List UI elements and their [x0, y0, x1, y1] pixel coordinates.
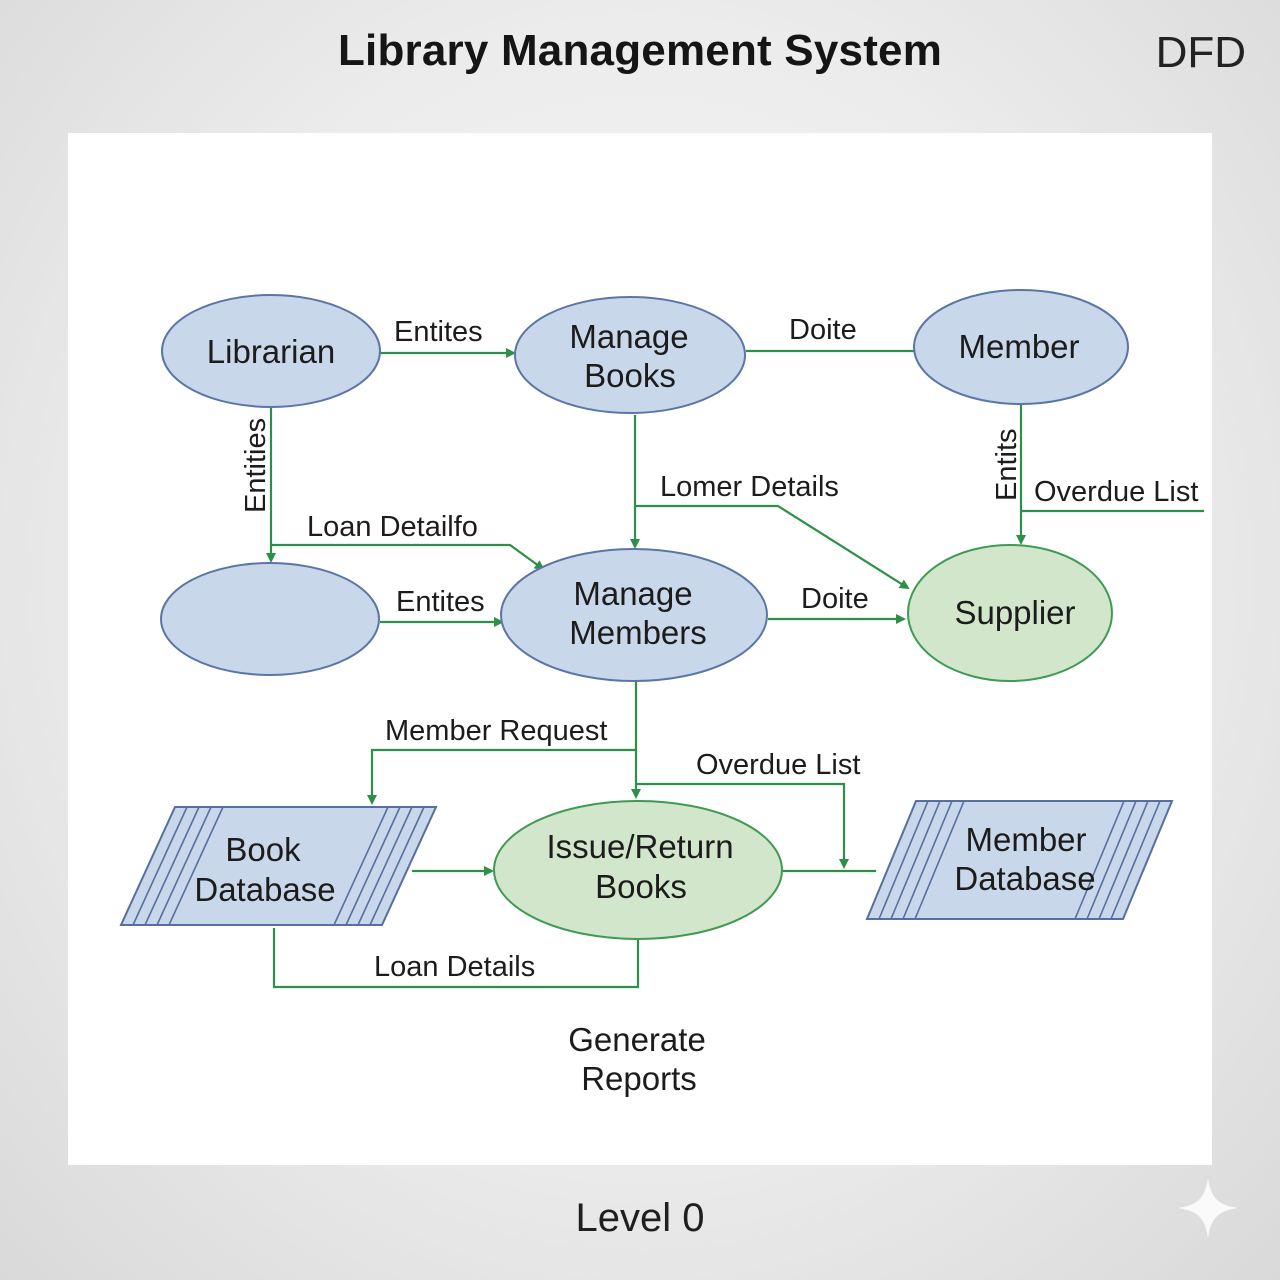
- issue-return-label-line2: Books: [595, 868, 687, 905]
- flow-member-request: [367, 748, 636, 805]
- librarian-entity: [161, 294, 381, 408]
- flow-lomer-details: [635, 504, 910, 590]
- member-database-label-line2: Database: [954, 860, 1095, 897]
- member-database-label-line1: Member: [965, 821, 1086, 858]
- level-label: Level 0: [575, 1196, 705, 1240]
- member-database-store: [865, 800, 1174, 920]
- manage-books-process: [514, 296, 746, 414]
- flow-label-loan-detail-top: Loan Detailfo: [307, 511, 478, 543]
- flow-label-manage-members-to-supplier: Doite: [801, 583, 869, 615]
- manage-members-process: [500, 548, 768, 682]
- dfd-diagram: Librarian Manage Books Member Manage Mem…: [119, 289, 1204, 1097]
- page-title: Library Management System: [337, 26, 943, 75]
- unnamed-entity: [160, 562, 380, 676]
- book-database-store: [119, 806, 438, 926]
- supplier-process: [907, 544, 1113, 682]
- member-label: Member: [958, 328, 1079, 365]
- generate-reports-label-line1: Generate: [568, 1021, 706, 1058]
- member-entity: [913, 289, 1129, 405]
- flow-overdue-list-bottom: [636, 782, 849, 869]
- manage-books-label-line2: Books: [584, 357, 676, 394]
- flow-label-loan-details-bottom: Loan Details: [374, 951, 535, 983]
- flow-label-entity-to-manage-members: Entites: [396, 586, 485, 618]
- issue-return-label-line1: Issue/Return: [546, 828, 733, 865]
- flow-label-librarian-down: Entities: [240, 418, 272, 513]
- flow-lines: [266, 348, 1204, 989]
- manage-books-label-line1: Manage: [569, 318, 688, 355]
- flow-label-overdue-list-top: Overdue List: [1034, 476, 1198, 508]
- librarian-label: Librarian: [207, 333, 335, 370]
- flow-label-member-request: Member Request: [385, 715, 607, 747]
- sparkle-icon: [1178, 1178, 1238, 1238]
- manage-members-label-line1: Manage: [573, 575, 692, 612]
- issue-return-process: [493, 800, 783, 940]
- flow-label-overdue-list-bottom: Overdue List: [696, 749, 860, 781]
- manage-members-label-line2: Members: [569, 614, 707, 651]
- flow-label-member-down: Entits: [991, 428, 1023, 501]
- book-database-label-line2: Database: [194, 871, 335, 908]
- flow-label-librarian-to-manage-books: Entites: [394, 316, 483, 348]
- diagram-canvas: Librarian Manage Books Member Manage Mem…: [68, 133, 1212, 1165]
- flow-label-lomer-details: Lomer Details: [660, 471, 839, 503]
- diagram-type-tag: DFD: [1155, 28, 1246, 77]
- flow-loan-details-bottom: [272, 928, 640, 989]
- flow-loan-detail-top: [271, 543, 545, 571]
- supplier-label: Supplier: [954, 594, 1075, 631]
- generate-reports-label-line2: Reports: [581, 1060, 697, 1097]
- flow-label-manage-books-member: Doite: [789, 314, 857, 346]
- book-database-label-line1: Book: [225, 831, 301, 868]
